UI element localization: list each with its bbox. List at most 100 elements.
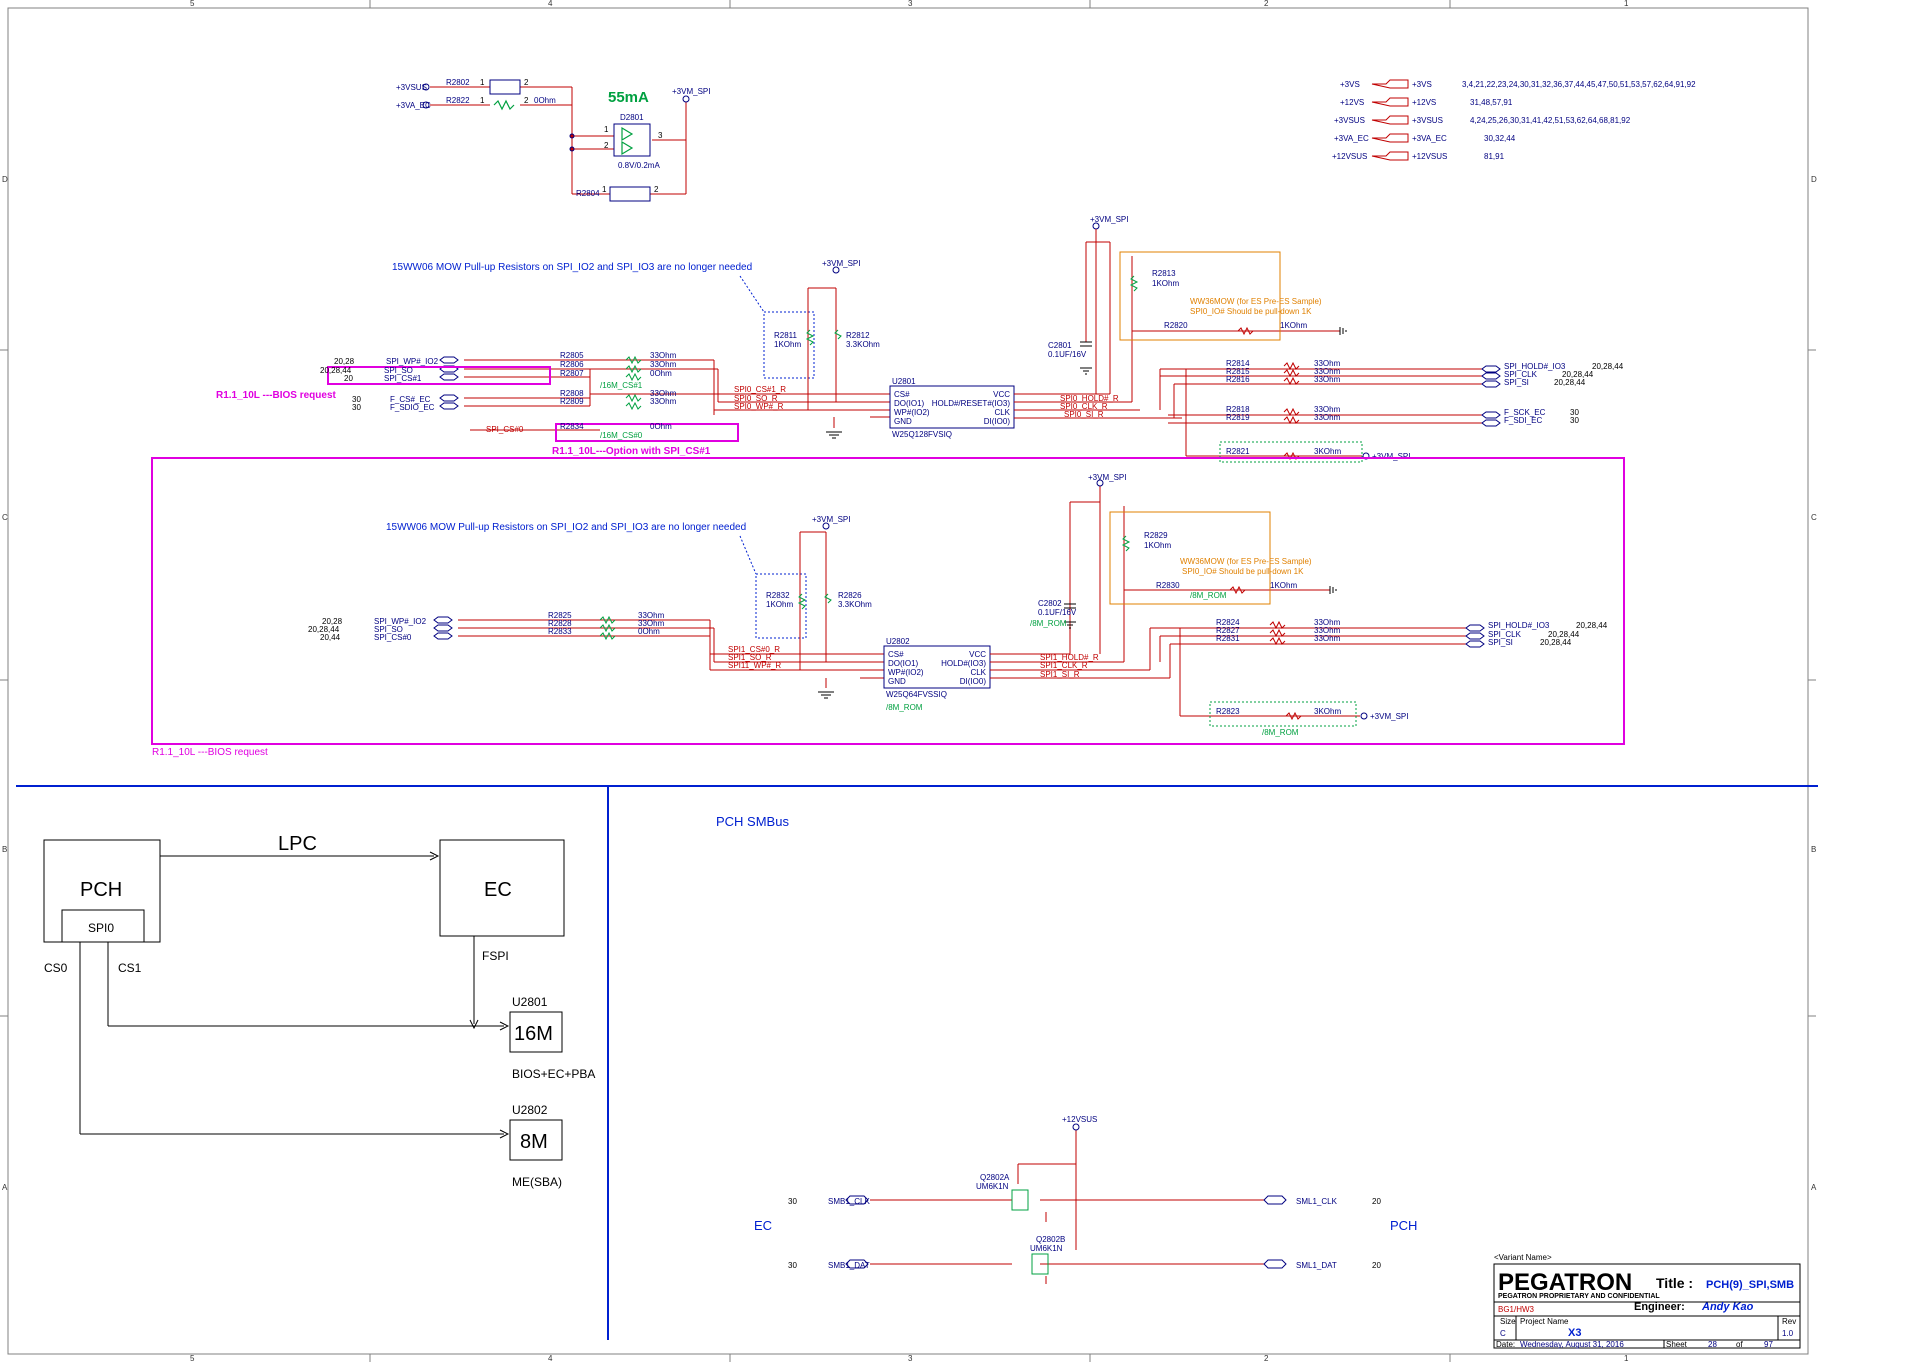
current-label: 55mA <box>608 89 649 106</box>
r2811-value: 1KOhm <box>774 340 801 349</box>
signal-name: F_CS#_EC <box>390 395 431 404</box>
col-marker: 3 <box>908 0 913 8</box>
clk-in-label: SMB1_CLK <box>828 1197 870 1206</box>
signal-name: SPI_HOLD#_IO3 <box>1504 362 1566 371</box>
u2802-label: U2802 <box>512 1103 548 1117</box>
resistor-value: 0Ohm <box>638 627 660 636</box>
resistor-value: 33Ohm <box>1314 359 1341 368</box>
qa-ref: Q2802A <box>980 1173 1010 1182</box>
resistor-value: 33Ohm <box>638 619 665 628</box>
r2822-ref: R2822 <box>446 96 470 105</box>
row-marker: D <box>2 175 8 184</box>
u2801-label: U2801 <box>512 995 548 1009</box>
rail-net: +3VSUS <box>1412 116 1443 125</box>
rom-tag: /8M_ROM <box>1262 728 1299 737</box>
dat-out-pages: 20 <box>1372 1261 1381 1270</box>
chip-pin: GND <box>888 677 906 686</box>
dat-in-pages: 30 <box>788 1261 797 1270</box>
resistor-ref: R2828 <box>548 619 572 628</box>
of-label: of <box>1736 1340 1743 1349</box>
col-marker: 1 <box>1624 0 1629 8</box>
signal-pages: 20,28,44 <box>320 366 352 375</box>
signal-name: SPI_HOLD#_IO3 <box>1488 621 1550 630</box>
signal-pages: 30 <box>1570 416 1579 425</box>
vm-spi-label: +3VM_SPI <box>812 515 850 524</box>
spi0-option-note: R1.1_10L---Option with SPI_CS#1 <box>552 446 711 457</box>
signal-pages: 20,28 <box>322 617 343 626</box>
r2811-ref: R2811 <box>774 331 798 340</box>
resistor-value: 0Ohm <box>650 369 672 378</box>
signal-name: SPI_SO <box>374 625 403 634</box>
resistor-value: 33Ohm <box>650 397 677 406</box>
chip-pin: HOLD#/RESET#(IO3) <box>932 399 1011 408</box>
r2807-tag: /16M_CS#1 <box>600 381 643 390</box>
rom-tag: /8M_ROM <box>886 703 923 712</box>
signal-pages: 20,28,44 <box>1562 370 1594 379</box>
vm-spi-label: +3VM_SPI <box>1370 712 1408 721</box>
resistor-ref: R2833 <box>548 627 572 636</box>
rail-net: +3VA_EC <box>1334 134 1369 143</box>
vm-spi-label: +3VM_SPI <box>672 87 710 96</box>
sheet-label: Sheet <box>1666 1340 1688 1349</box>
spi1-note: 15WW06 MOW Pull-up Resistors on SPI_IO2 … <box>386 522 746 533</box>
col-marker: 5 <box>190 0 195 8</box>
rom8-label: 8M <box>520 1131 548 1153</box>
c2802-ref: C2802 <box>1038 599 1062 608</box>
signal-pages: 20 <box>344 374 353 383</box>
pch-side-label: PCH <box>1390 1218 1417 1233</box>
date-label: Date: <box>1496 1340 1515 1349</box>
row-marker: B <box>1811 845 1816 854</box>
signal-name: F_SDIO_EC <box>390 403 435 412</box>
net-label: SPI1_CLK_R <box>1040 661 1088 670</box>
net-label: SPI11_WP#_R <box>728 661 781 670</box>
pin-label: 2 <box>604 141 609 150</box>
signal-pages: 20,28,44 <box>1576 621 1608 630</box>
signal-name: SPI_SO <box>384 366 413 375</box>
chip-pin: DI(IO0) <box>960 677 987 686</box>
sheet-number: 28 <box>1708 1340 1717 1349</box>
chip-pin: DO(IO1) <box>894 399 925 408</box>
vm-spi-label: +3VM_SPI <box>1090 215 1128 224</box>
r2820-value: 1KOhm <box>1280 321 1307 330</box>
resistor-ref: R2808 <box>560 389 584 398</box>
spi-cs0-label: SPI_CS#0 <box>486 425 524 434</box>
row-marker: A <box>1811 1183 1817 1192</box>
qb-part: UM6K1N <box>1030 1244 1063 1253</box>
chip-pin: DO(IO1) <box>888 659 919 668</box>
resistor-ref: R2815 <box>1226 367 1250 376</box>
r2832-value: 1KOhm <box>766 600 793 609</box>
signal-pages: 20,28,44 <box>1540 638 1572 647</box>
company-logo-text: PEGATRON <box>1498 1269 1632 1296</box>
pin-label: 1 <box>480 78 485 87</box>
pin-label: 3 <box>658 131 663 140</box>
col-marker: 4 <box>548 0 553 8</box>
r2813-ref: R2813 <box>1152 269 1176 278</box>
qa-part: UM6K1N <box>976 1182 1009 1191</box>
net-label: SPI1_SI_R <box>1040 670 1080 679</box>
c2801-ref: C2801 <box>1048 341 1072 350</box>
vaec-label: +3VA_EC <box>396 101 431 110</box>
r2826-ref: R2826 <box>838 591 862 600</box>
vm-spi-label: +3VM_SPI <box>1088 473 1126 482</box>
signal-name: SPI_WP#_IO2 <box>374 617 427 626</box>
resistor-ref: R2831 <box>1216 634 1240 643</box>
title-block: <Variant Name> PEGATRON PEGATRON PROPRIE… <box>1493 1253 1801 1349</box>
ww36-note: WW36MOW (for ES Pre-ES Sample) <box>1180 557 1312 566</box>
dat-in-label: SMB1_DAT <box>828 1261 870 1270</box>
r2826-value: 3.3KOhm <box>838 600 872 609</box>
sheet-title: PCH(9)_SPI,SMB <box>1706 1279 1794 1291</box>
rail-net: +3VSUS <box>1334 116 1365 125</box>
row-marker: C <box>1811 513 1817 522</box>
r2802-ref: R2802 <box>446 78 470 87</box>
resistor-ref: R2827 <box>1216 626 1240 635</box>
rail-net: +3VS <box>1340 80 1360 89</box>
r2830-ref: R2830 <box>1156 581 1180 590</box>
row-marker: B <box>2 845 7 854</box>
vcc-label: +12VSUS <box>1062 1115 1097 1124</box>
company-subtitle: PEGATRON PROPRIETARY AND CONFIDENTIAL <box>1498 1293 1660 1300</box>
rail-net: +3VA_EC <box>1412 134 1447 143</box>
r2821-ref: R2821 <box>1226 447 1250 456</box>
chip-pin: VCC <box>969 650 986 659</box>
chip-part: W25Q128FVSIQ <box>892 430 952 439</box>
